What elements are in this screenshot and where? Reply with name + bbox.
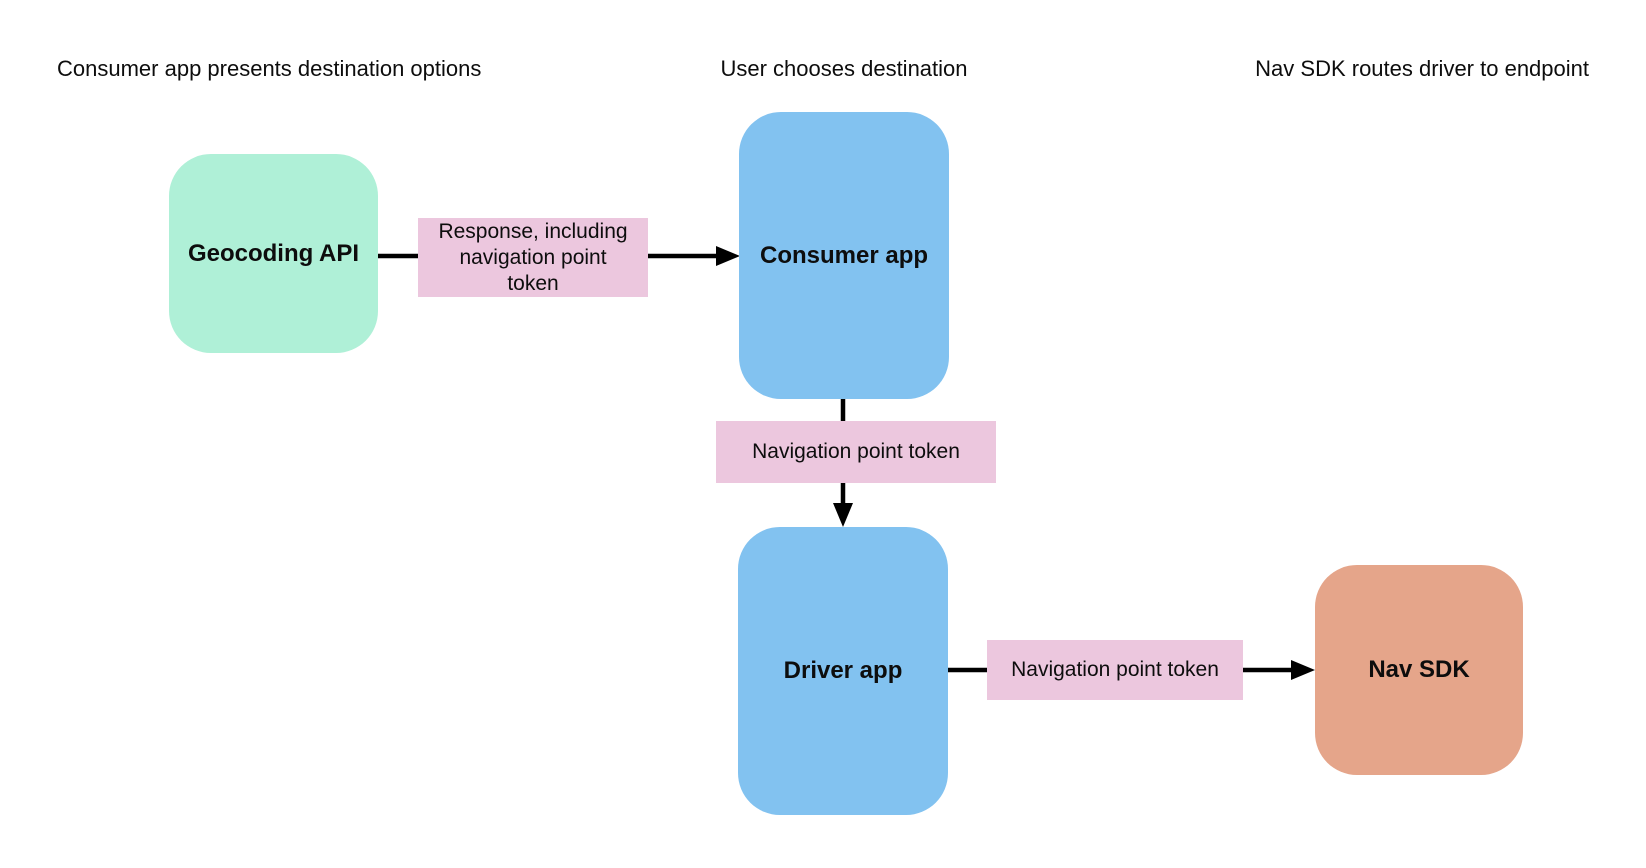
stage-heading-consumer-presents: Consumer app presents destination option… <box>57 56 482 81</box>
edge-label-navigation-point-token-2: Navigation point token <box>987 640 1243 700</box>
node-geocoding-api-label: Geocoding API <box>187 239 360 267</box>
node-nav-sdk-label: Nav SDK <box>1368 656 1470 683</box>
node-driver-app: Driver app <box>738 527 948 815</box>
node-consumer-app: Consumer app <box>739 112 949 399</box>
stage-heading-user-chooses: User chooses destination <box>720 56 968 81</box>
node-driver-app-label: Driver app <box>783 657 903 684</box>
edge-label-response-token: Response, including navigation point tok… <box>418 218 648 297</box>
edge-label-navigation-point-token-1: Navigation point token <box>716 421 996 483</box>
node-nav-sdk: Nav SDK <box>1315 565 1523 775</box>
stage-heading-navsdk-routes: Nav SDK routes driver to endpoint <box>1255 56 1589 81</box>
node-consumer-app-label: Consumer app <box>759 241 929 269</box>
node-geocoding-api: Geocoding API <box>169 154 378 353</box>
